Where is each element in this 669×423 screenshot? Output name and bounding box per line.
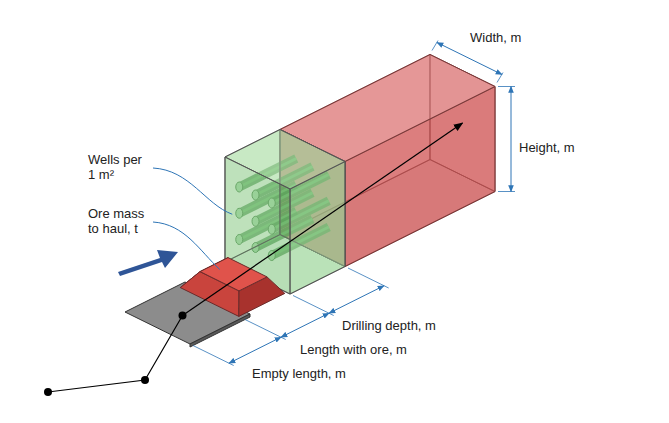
extension-line [245, 320, 286, 340]
ore-pile-top [200, 258, 267, 291]
dimension-label: Height, m [519, 140, 575, 155]
floor-plate-edge [190, 314, 250, 347]
route-point [179, 312, 187, 320]
extension-line [293, 296, 334, 316]
callout-label: Ore mass to haul, t [88, 206, 148, 236]
leader-line [153, 222, 220, 269]
extension-line [498, 191, 515, 192]
dimension-label: Width, m [470, 30, 521, 45]
route-line [48, 316, 183, 393]
dimension-label: Length with ore, m [300, 342, 407, 357]
drift-axis [183, 123, 463, 316]
extension-line [193, 346, 234, 366]
dimension-line [229, 337, 281, 363]
haul-direction-arrow [118, 250, 178, 276]
dimension-line [281, 313, 329, 337]
extension-line [498, 86, 515, 87]
route-point [141, 376, 149, 384]
dimension-line [329, 286, 384, 314]
callout-label: Wells per 1 m² [88, 152, 148, 182]
dimension-line [511, 87, 512, 192]
leader-line [153, 168, 232, 214]
extension-line [432, 41, 438, 51]
dimension-label: Empty length, m [252, 366, 346, 381]
drift-drawing [44, 41, 515, 397]
dimension-line [437, 43, 502, 75]
extension-line [348, 268, 389, 288]
dimension-label: Drilling depth, m [342, 318, 436, 333]
route-point [44, 388, 52, 396]
